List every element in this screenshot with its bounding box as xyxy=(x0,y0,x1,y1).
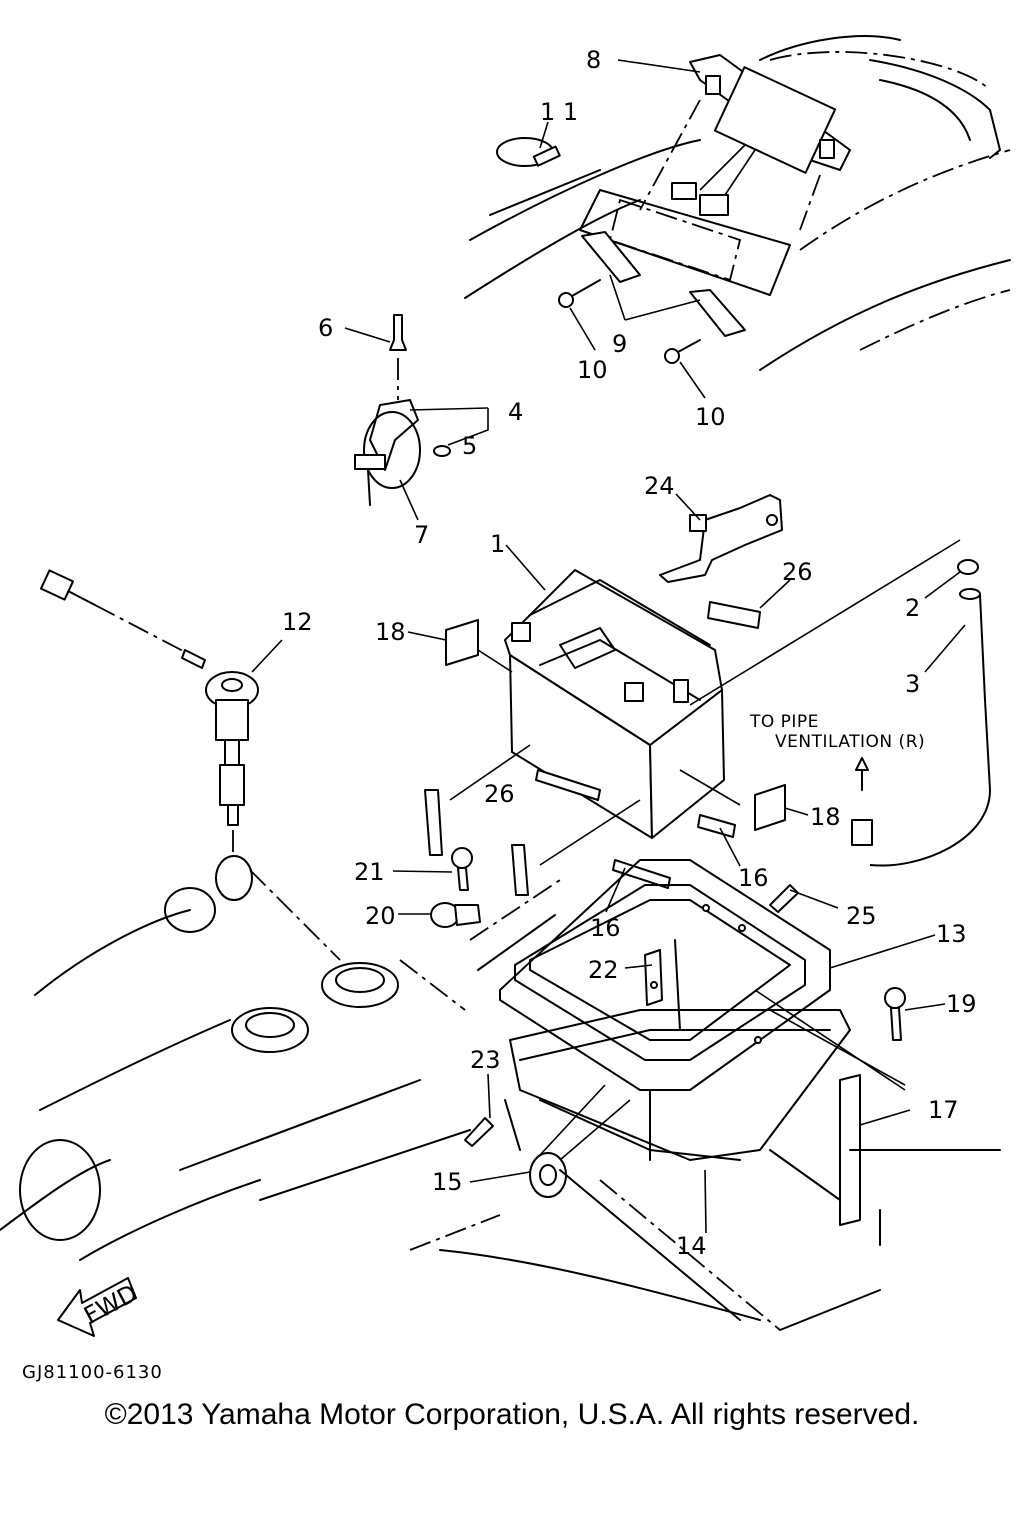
part-2-3-breather-tube xyxy=(851,559,991,867)
label-2: 2 xyxy=(905,594,920,622)
label-16a: 16 xyxy=(738,864,769,892)
part-8-tail-cover xyxy=(639,54,851,231)
part-11-clamp xyxy=(496,137,561,167)
pipe-note-line2: VENTILATION (R) xyxy=(775,732,925,752)
copyright-notice: ©2013 Yamaha Motor Corporation, U.S.A. A… xyxy=(104,1398,920,1431)
label-1: 1 xyxy=(490,530,505,558)
rear-body-outline xyxy=(464,35,1011,371)
label-14: 14 xyxy=(676,1232,707,1260)
part-6-pin xyxy=(389,314,407,400)
label-16b: 16 xyxy=(590,914,621,942)
pipe-note-line1: TO PIPE xyxy=(749,712,819,732)
part-13-battery-tray xyxy=(499,859,831,1091)
part-23-pin xyxy=(464,1117,494,1147)
part-1-battery xyxy=(504,569,725,839)
label-7: 7 xyxy=(414,521,429,549)
part-20-clamp xyxy=(430,902,481,928)
part-21-bolt xyxy=(451,847,473,891)
label-22: 22 xyxy=(588,956,619,984)
label-8: 8 xyxy=(586,46,601,74)
part-25-pin xyxy=(769,884,799,913)
label-21: 21 xyxy=(354,858,385,886)
label-13: 13 xyxy=(936,920,967,948)
part-24-bracket xyxy=(659,494,783,583)
label-15: 15 xyxy=(432,1168,463,1196)
label-26a: 26 xyxy=(782,558,813,586)
label-6: 6 xyxy=(318,314,333,342)
label-10b: 10 xyxy=(695,403,726,431)
label-11: 1 1 xyxy=(540,98,578,126)
part-4-7-holder xyxy=(354,399,451,506)
part-12-sensor xyxy=(39,569,259,855)
part-number-labels: 8 1 1 6 4 5 7 9 10 10 24 1 26 2 12 18 3 … xyxy=(282,46,977,1260)
label-18a: 18 xyxy=(375,618,406,646)
diagram-code: GJ81100-6130 xyxy=(22,1362,163,1383)
label-23: 23 xyxy=(470,1046,501,1074)
label-18b: 18 xyxy=(810,803,841,831)
fwd-arrow-icon: FWD xyxy=(57,1277,142,1337)
label-4: 4 xyxy=(508,398,523,426)
label-25: 25 xyxy=(846,902,877,930)
label-10a: 10 xyxy=(577,356,608,384)
label-12: 12 xyxy=(282,608,313,636)
part-22-bracket xyxy=(644,949,663,1006)
part-10-screws xyxy=(558,279,701,364)
battery-labels xyxy=(424,539,961,896)
label-17: 17 xyxy=(928,1096,959,1124)
leader-lines xyxy=(251,59,966,1234)
lower-body-outline xyxy=(0,855,1001,1331)
part-17-stay xyxy=(769,1074,861,1226)
label-24: 24 xyxy=(644,472,675,500)
part-15-grommet xyxy=(529,1084,631,1198)
label-26b: 26 xyxy=(484,780,515,808)
label-3: 3 xyxy=(905,670,920,698)
label-20: 20 xyxy=(365,902,396,930)
part-9-brackets xyxy=(581,231,746,337)
label-9: 9 xyxy=(612,330,627,358)
label-5: 5 xyxy=(462,432,477,460)
label-19: 19 xyxy=(946,990,977,1018)
part-19-bolt xyxy=(884,987,906,1041)
part-14-battery-case xyxy=(509,1009,851,1161)
